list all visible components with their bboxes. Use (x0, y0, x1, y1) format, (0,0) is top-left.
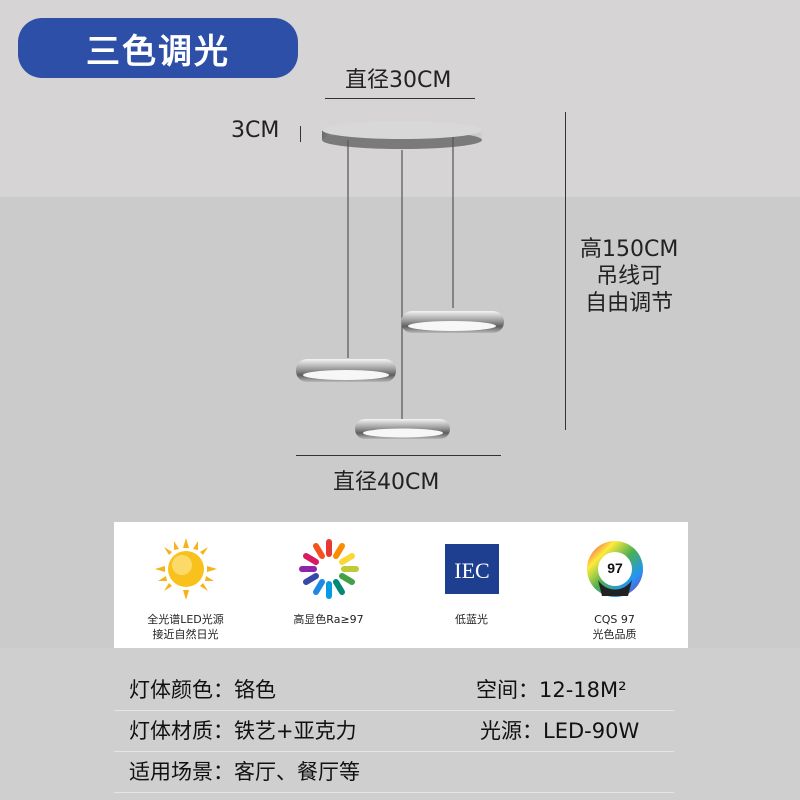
iec-logo-icon: IEC (444, 544, 499, 594)
spec-list: 灯体颜色：铬色 空间：12-18M² 灯体材质：铁艺+亚克力 光源：LED-90… (0, 648, 800, 800)
spec-divider (114, 710, 674, 711)
feature-low-blue-light: IEC 低蓝光 (400, 522, 543, 648)
pendant-lamp-illustration (296, 121, 504, 439)
pendant-disc-right (401, 311, 504, 333)
spec-space: 空间：12-18M² (476, 678, 627, 702)
cqs-97-icon: 97 (586, 541, 643, 597)
feature-cqs-line2: 光色品质 (592, 628, 637, 641)
iec-logo-text: IEC (454, 558, 489, 583)
height-line (565, 112, 566, 430)
height-label: 高150CM 吊线可 自由调节 (580, 236, 678, 317)
feature-full-spectrum-caption: 全光谱LED光源 接近自然日光 (114, 612, 257, 642)
feature-cqs-line1: CQS 97 (594, 613, 635, 626)
thickness-label: 3CM (231, 118, 280, 143)
spec-body-color: 灯体颜色：铬色 (129, 678, 276, 702)
color-wheel-icon (298, 539, 359, 599)
spec-body-material: 灯体材质：铁艺+亚克力 (129, 719, 357, 743)
feature-high-cri: 高显色Ra≥97 (257, 522, 400, 648)
feature-full-spectrum: 全光谱LED光源 接近自然日光 (114, 522, 257, 648)
ceiling-canopy (322, 121, 482, 149)
feature-low-blue-light-caption: 低蓝光 (455, 613, 488, 626)
feature-cqs: 97 CQS 97 光色品质 (543, 522, 686, 648)
cqs-badge-text: 97 (607, 560, 623, 576)
feature-full-spectrum-line1: 全光谱LED光源 (147, 613, 224, 626)
pendant-disc-center (355, 419, 450, 439)
thickness-line (300, 126, 301, 142)
spec-usage: 适用场景：客厅、餐厅等 (129, 760, 360, 784)
top-diameter-line (325, 98, 475, 99)
height-label-line2: 吊线可 (596, 264, 663, 289)
spec-light-source: 光源：LED-90W (480, 719, 640, 743)
feature-strip: 全光谱LED光源 接近自然日光 高显色Ra≥97 (114, 522, 688, 648)
spec-divider (114, 792, 674, 793)
dimming-badge: 三色调光 (18, 18, 298, 78)
height-label-line3: 自由调节 (585, 291, 674, 316)
spec-divider (114, 751, 674, 752)
top-diameter-label: 直径30CM (345, 68, 452, 93)
bottom-diameter-line (296, 455, 501, 456)
bottom-diameter-label: 直径40CM (333, 470, 440, 495)
sun-icon (154, 538, 217, 600)
feature-cqs-caption: CQS 97 光色品质 (543, 612, 686, 642)
feature-full-spectrum-line2: 接近自然日光 (152, 628, 219, 641)
pendant-disc-left (296, 359, 396, 382)
feature-high-cri-caption: 高显色Ra≥97 (293, 613, 364, 626)
height-label-line1: 高150CM (580, 237, 679, 262)
